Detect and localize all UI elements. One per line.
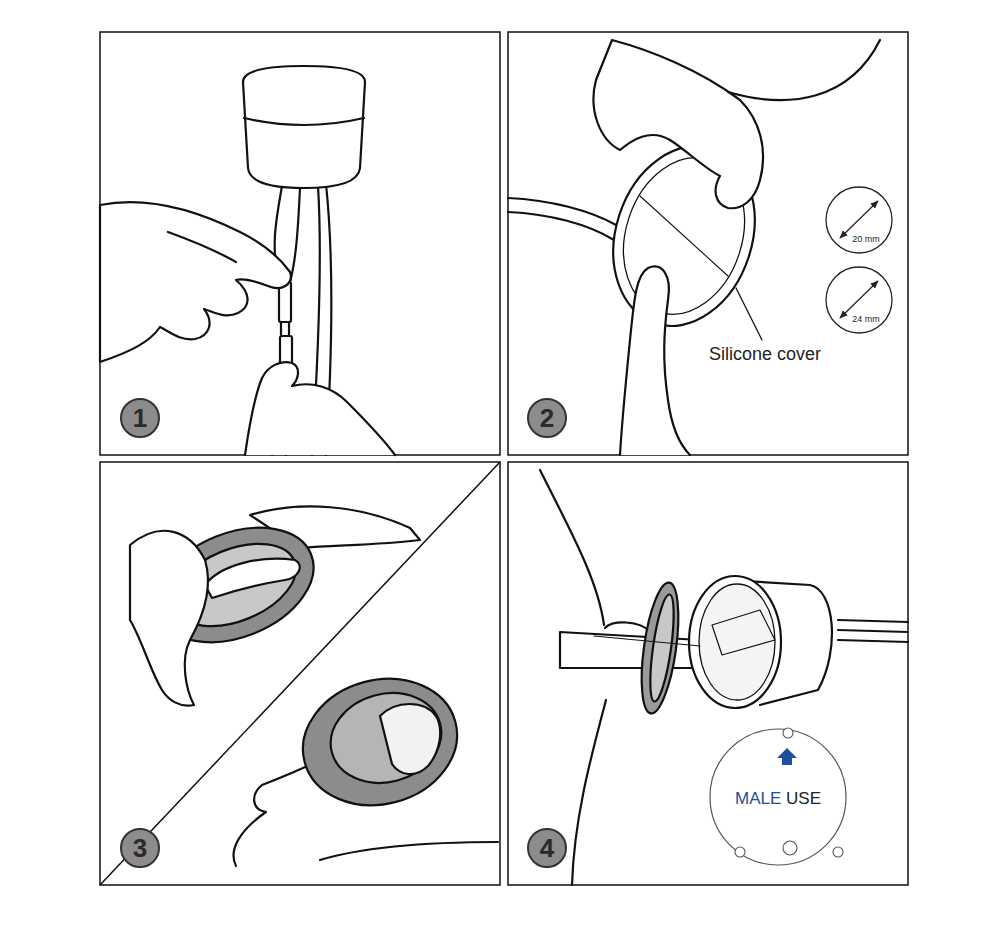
dimension-label: 20 mm [826,187,892,253]
usage-plate: MALE USE [710,729,846,865]
callout-number: 2 [540,405,554,431]
dimension-symbols [826,187,892,333]
callout-number: 4 [540,835,554,861]
dimension-label: 24 mm [826,267,892,333]
panel-one-art [100,66,395,455]
callout-number: 1 [133,405,147,431]
panel-four-art [540,470,908,885]
step-number: 4 [527,828,567,868]
step-number: 2 [527,398,567,438]
callout-number: 3 [133,835,147,861]
usage-text: USE [786,790,821,807]
step-number: 1 [120,398,160,438]
male-use-plate [710,728,846,865]
panel-frames [100,32,908,885]
usage-text: MALE [735,790,781,807]
panel-three-art [130,506,498,866]
dimension-text: 24 mm [852,315,880,324]
step-number: 3 [120,828,160,868]
part-label: Silicone cover [707,344,823,365]
dimension-text: 20 mm [852,235,880,244]
panel-two-art [508,40,880,455]
